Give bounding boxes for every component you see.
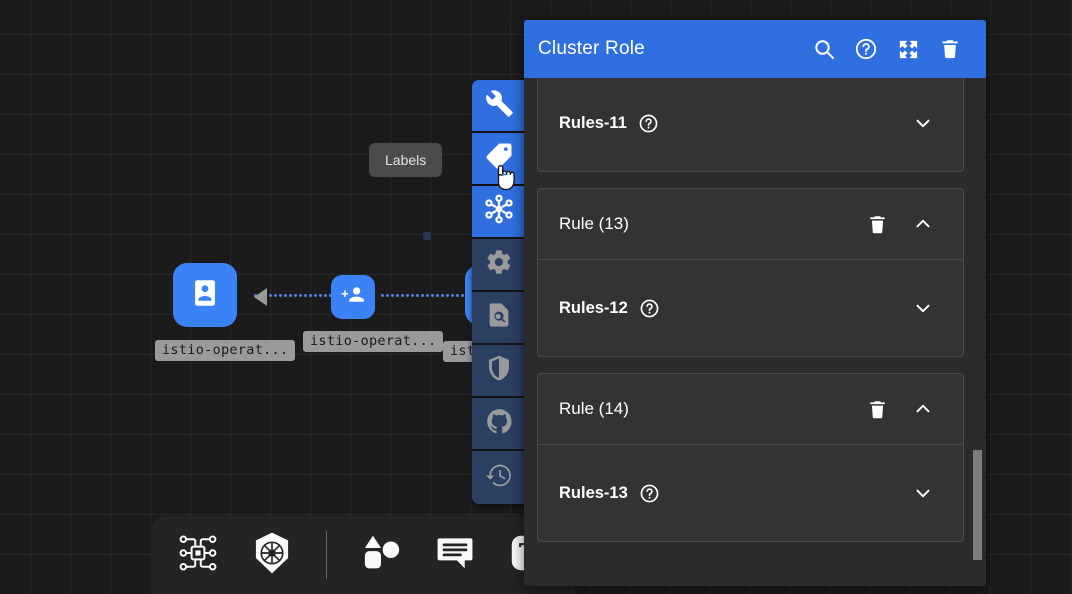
add-people-icon: [341, 282, 366, 312]
bottom-item-comment[interactable]: [431, 531, 479, 579]
graph-edge-1: [253, 294, 353, 297]
rule-card: Rule (14) Rules-13: [537, 373, 964, 542]
delete-icon[interactable]: [859, 391, 895, 427]
graph-mini-node[interactable]: [423, 232, 431, 240]
rules-row[interactable]: Rules-12: [538, 259, 963, 356]
rules-row[interactable]: Rules-13: [538, 444, 963, 541]
tag-icon: [484, 141, 514, 176]
help-icon[interactable]: [639, 297, 661, 319]
rule-header-row[interactable]: Rule (13): [538, 189, 963, 259]
chevron-down-icon[interactable]: [905, 105, 941, 141]
chevron-down-icon[interactable]: [905, 290, 941, 326]
rules-label: Rules-12: [559, 298, 628, 317]
panel-title: Cluster Role: [538, 38, 645, 59]
rule-title: Rule (13): [559, 214, 629, 233]
toolbar-separator: [326, 531, 327, 579]
bottom-item-chip-network[interactable]: [174, 531, 222, 579]
rules-row-title: Rules-12: [559, 297, 905, 319]
rules-row-title: Rules-11: [559, 112, 905, 134]
toolbar-item-inspect[interactable]: [472, 292, 526, 345]
vertical-toolbar: [472, 80, 526, 504]
bottom-item-kubernetes[interactable]: [248, 531, 296, 579]
rule-header-row[interactable]: Rule (14): [538, 374, 963, 444]
help-icon[interactable]: [638, 112, 660, 134]
chevron-down-icon[interactable]: [905, 475, 941, 511]
gear-icon: [485, 248, 513, 281]
toolbar-item-history[interactable]: [472, 451, 526, 504]
rules-row[interactable]: Rules-11: [538, 78, 963, 171]
rules-label: Rules-11: [559, 113, 627, 132]
help-icon[interactable]: [846, 29, 886, 69]
toolbar-item-settings[interactable]: [472, 239, 526, 292]
toolbar-item-wrench[interactable]: [472, 80, 526, 133]
github-icon: [485, 407, 514, 441]
panel-header: Cluster Role: [524, 20, 986, 78]
toolbar-item-security[interactable]: [472, 345, 526, 398]
delete-icon[interactable]: [859, 206, 895, 242]
bottom-item-shapes[interactable]: [357, 531, 405, 579]
toolbar-item-labels[interactable]: [472, 133, 526, 186]
panel-scrollbar-thumb[interactable]: [973, 450, 982, 560]
rules-card: Rules-11: [537, 78, 964, 172]
labels-tooltip: Labels: [369, 143, 443, 177]
panel-body[interactable]: Rules-11: [524, 78, 986, 586]
cluster-role-panel: Cluster Role: [524, 20, 986, 586]
history-icon: [485, 461, 514, 495]
shapes-icon: [359, 531, 403, 580]
rules-row-title: Rules-13: [559, 482, 905, 504]
chip-network-icon: [176, 531, 220, 580]
rules-label: Rules-13: [559, 483, 628, 502]
rule-title: Rule (14): [559, 399, 629, 418]
toolbar-item-github[interactable]: [472, 398, 526, 451]
search-icon[interactable]: [804, 29, 844, 69]
help-icon[interactable]: [639, 482, 661, 504]
toolbar-item-topology[interactable]: [472, 186, 526, 239]
kubernetes-icon: [249, 530, 295, 581]
shield-icon: [485, 354, 513, 387]
wrench-icon: [485, 89, 514, 123]
fullscreen-icon[interactable]: [888, 29, 928, 69]
graph-node-label: istio-operat...: [155, 340, 296, 361]
graph-node-add-people[interactable]: [331, 275, 375, 319]
graph-node-label: istio-operat...: [303, 331, 444, 352]
id-badge-icon: [188, 276, 222, 315]
delete-icon[interactable]: [930, 29, 970, 69]
graph-node-id-badge[interactable]: [173, 263, 237, 327]
topology-icon: [483, 193, 515, 230]
graph-edge-arrow: [254, 288, 267, 306]
bottom-toolbar: [152, 516, 575, 594]
chevron-up-icon[interactable]: [905, 206, 941, 242]
comment-icon: [433, 531, 477, 580]
rule-card: Rule (13) Rules-12: [537, 188, 964, 357]
document-search-icon: [485, 301, 513, 334]
graph-edge-2: [380, 294, 475, 297]
chevron-up-icon[interactable]: [905, 391, 941, 427]
